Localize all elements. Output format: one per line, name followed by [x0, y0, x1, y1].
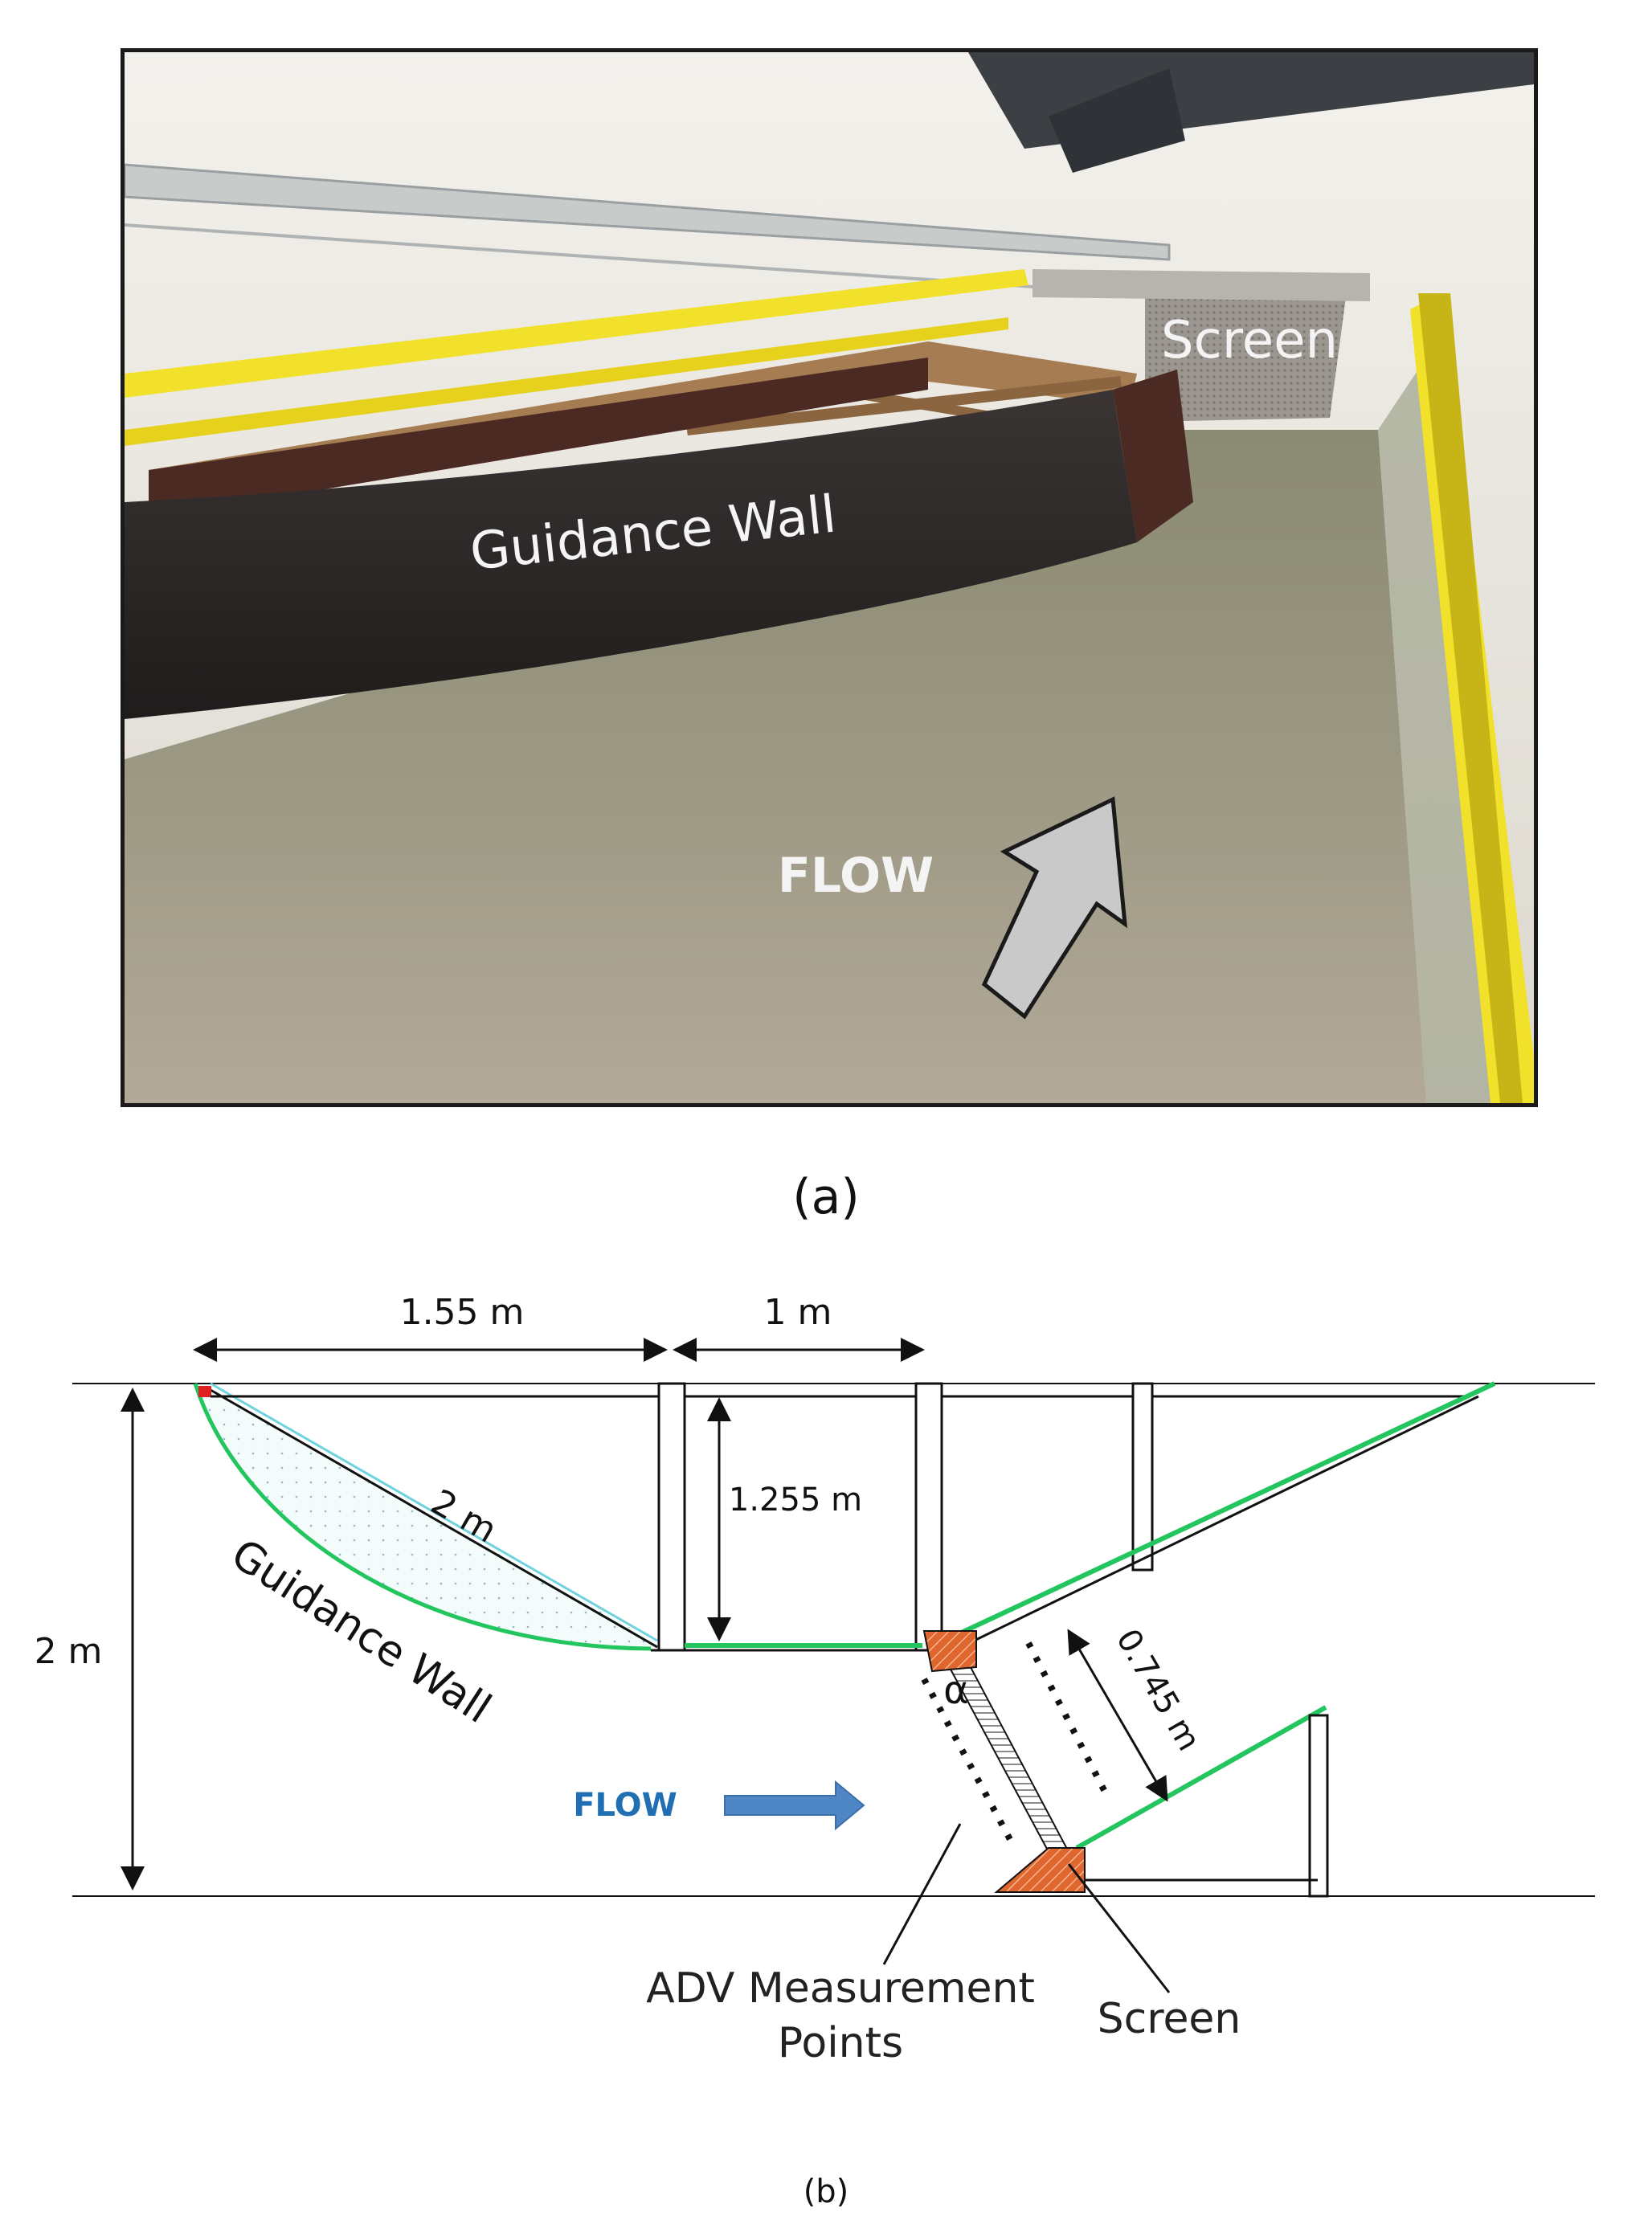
- glass-sidewall: [1378, 358, 1490, 1103]
- photo-panel: Screen Guidance Wall FLOW: [121, 48, 1538, 1107]
- photo-label-flow: FLOW: [778, 848, 934, 904]
- diagonal-chord-highlight: [210, 1382, 658, 1642]
- schematic: 1.55 m 1 m 2 m 2 m Guidance Wall 1.255 m…: [35, 1292, 1595, 2067]
- adv-points-line-2: [1025, 1641, 1108, 1793]
- label-alpha: α: [943, 1668, 969, 1713]
- schematic-flow-arrow: [724, 1780, 865, 1831]
- upper-diagonal-wall-edge: [963, 1395, 1479, 1647]
- corner-marker: [198, 1386, 211, 1397]
- railing-left-2: [125, 317, 1008, 446]
- railing-right-edge: [1418, 293, 1523, 1103]
- ceiling-beam-2: [1049, 68, 1185, 173]
- frame-post-2: [914, 1382, 943, 1652]
- label-adv-line1: ADV Measurement: [646, 1964, 1035, 2013]
- dim-label-0-745: 0.745 m: [1109, 1623, 1208, 1757]
- screen-frame: [1032, 269, 1370, 301]
- dim-label-1-255: 1.255 m: [729, 1482, 862, 1519]
- support-bottom: [994, 1847, 1086, 1893]
- caption-a: (a): [792, 1169, 860, 1225]
- flume-photo: Screen Guidance Wall FLOW: [125, 52, 1534, 1103]
- support-top: [922, 1630, 977, 1673]
- lower-diagonal-wall: [1075, 1705, 1327, 1850]
- frame-post-1: [657, 1382, 686, 1652]
- guidance-wall: [125, 390, 1137, 719]
- diagonal-chord: [210, 1388, 658, 1649]
- cable-tray: [125, 163, 1171, 261]
- dim-line-0-745: [1067, 1629, 1168, 1802]
- screen-panel: [1145, 293, 1346, 422]
- upper-diagonal-wall: [955, 1381, 1496, 1637]
- photo-flow-arrow: [981, 796, 1128, 1020]
- schematic-label-flow: FLOW: [573, 1787, 677, 1824]
- back-panels: [149, 358, 928, 518]
- frame-post-3: [1131, 1382, 1154, 1572]
- adv-leader-line: [882, 1823, 962, 1965]
- screen-leader-line: [1067, 1863, 1171, 1993]
- guidance-wall-curve: [193, 1383, 652, 1651]
- dim-label-2m-vertical: 2 m: [35, 1631, 103, 1672]
- caption-b: (b): [803, 2173, 849, 2210]
- frame-post-4: [1308, 1714, 1329, 1898]
- label-adv-line2: Points: [778, 2019, 903, 2067]
- dim-label-1: 1 m: [764, 1292, 832, 1333]
- guidance-wall-end: [1113, 370, 1193, 542]
- dim-label-1-55: 1.55 m: [400, 1292, 525, 1333]
- photo-label-screen: Screen: [1161, 311, 1338, 370]
- label-screen: Screen: [1098, 1995, 1241, 2043]
- water-surface: [125, 430, 1426, 1103]
- railing-left: [125, 269, 1028, 398]
